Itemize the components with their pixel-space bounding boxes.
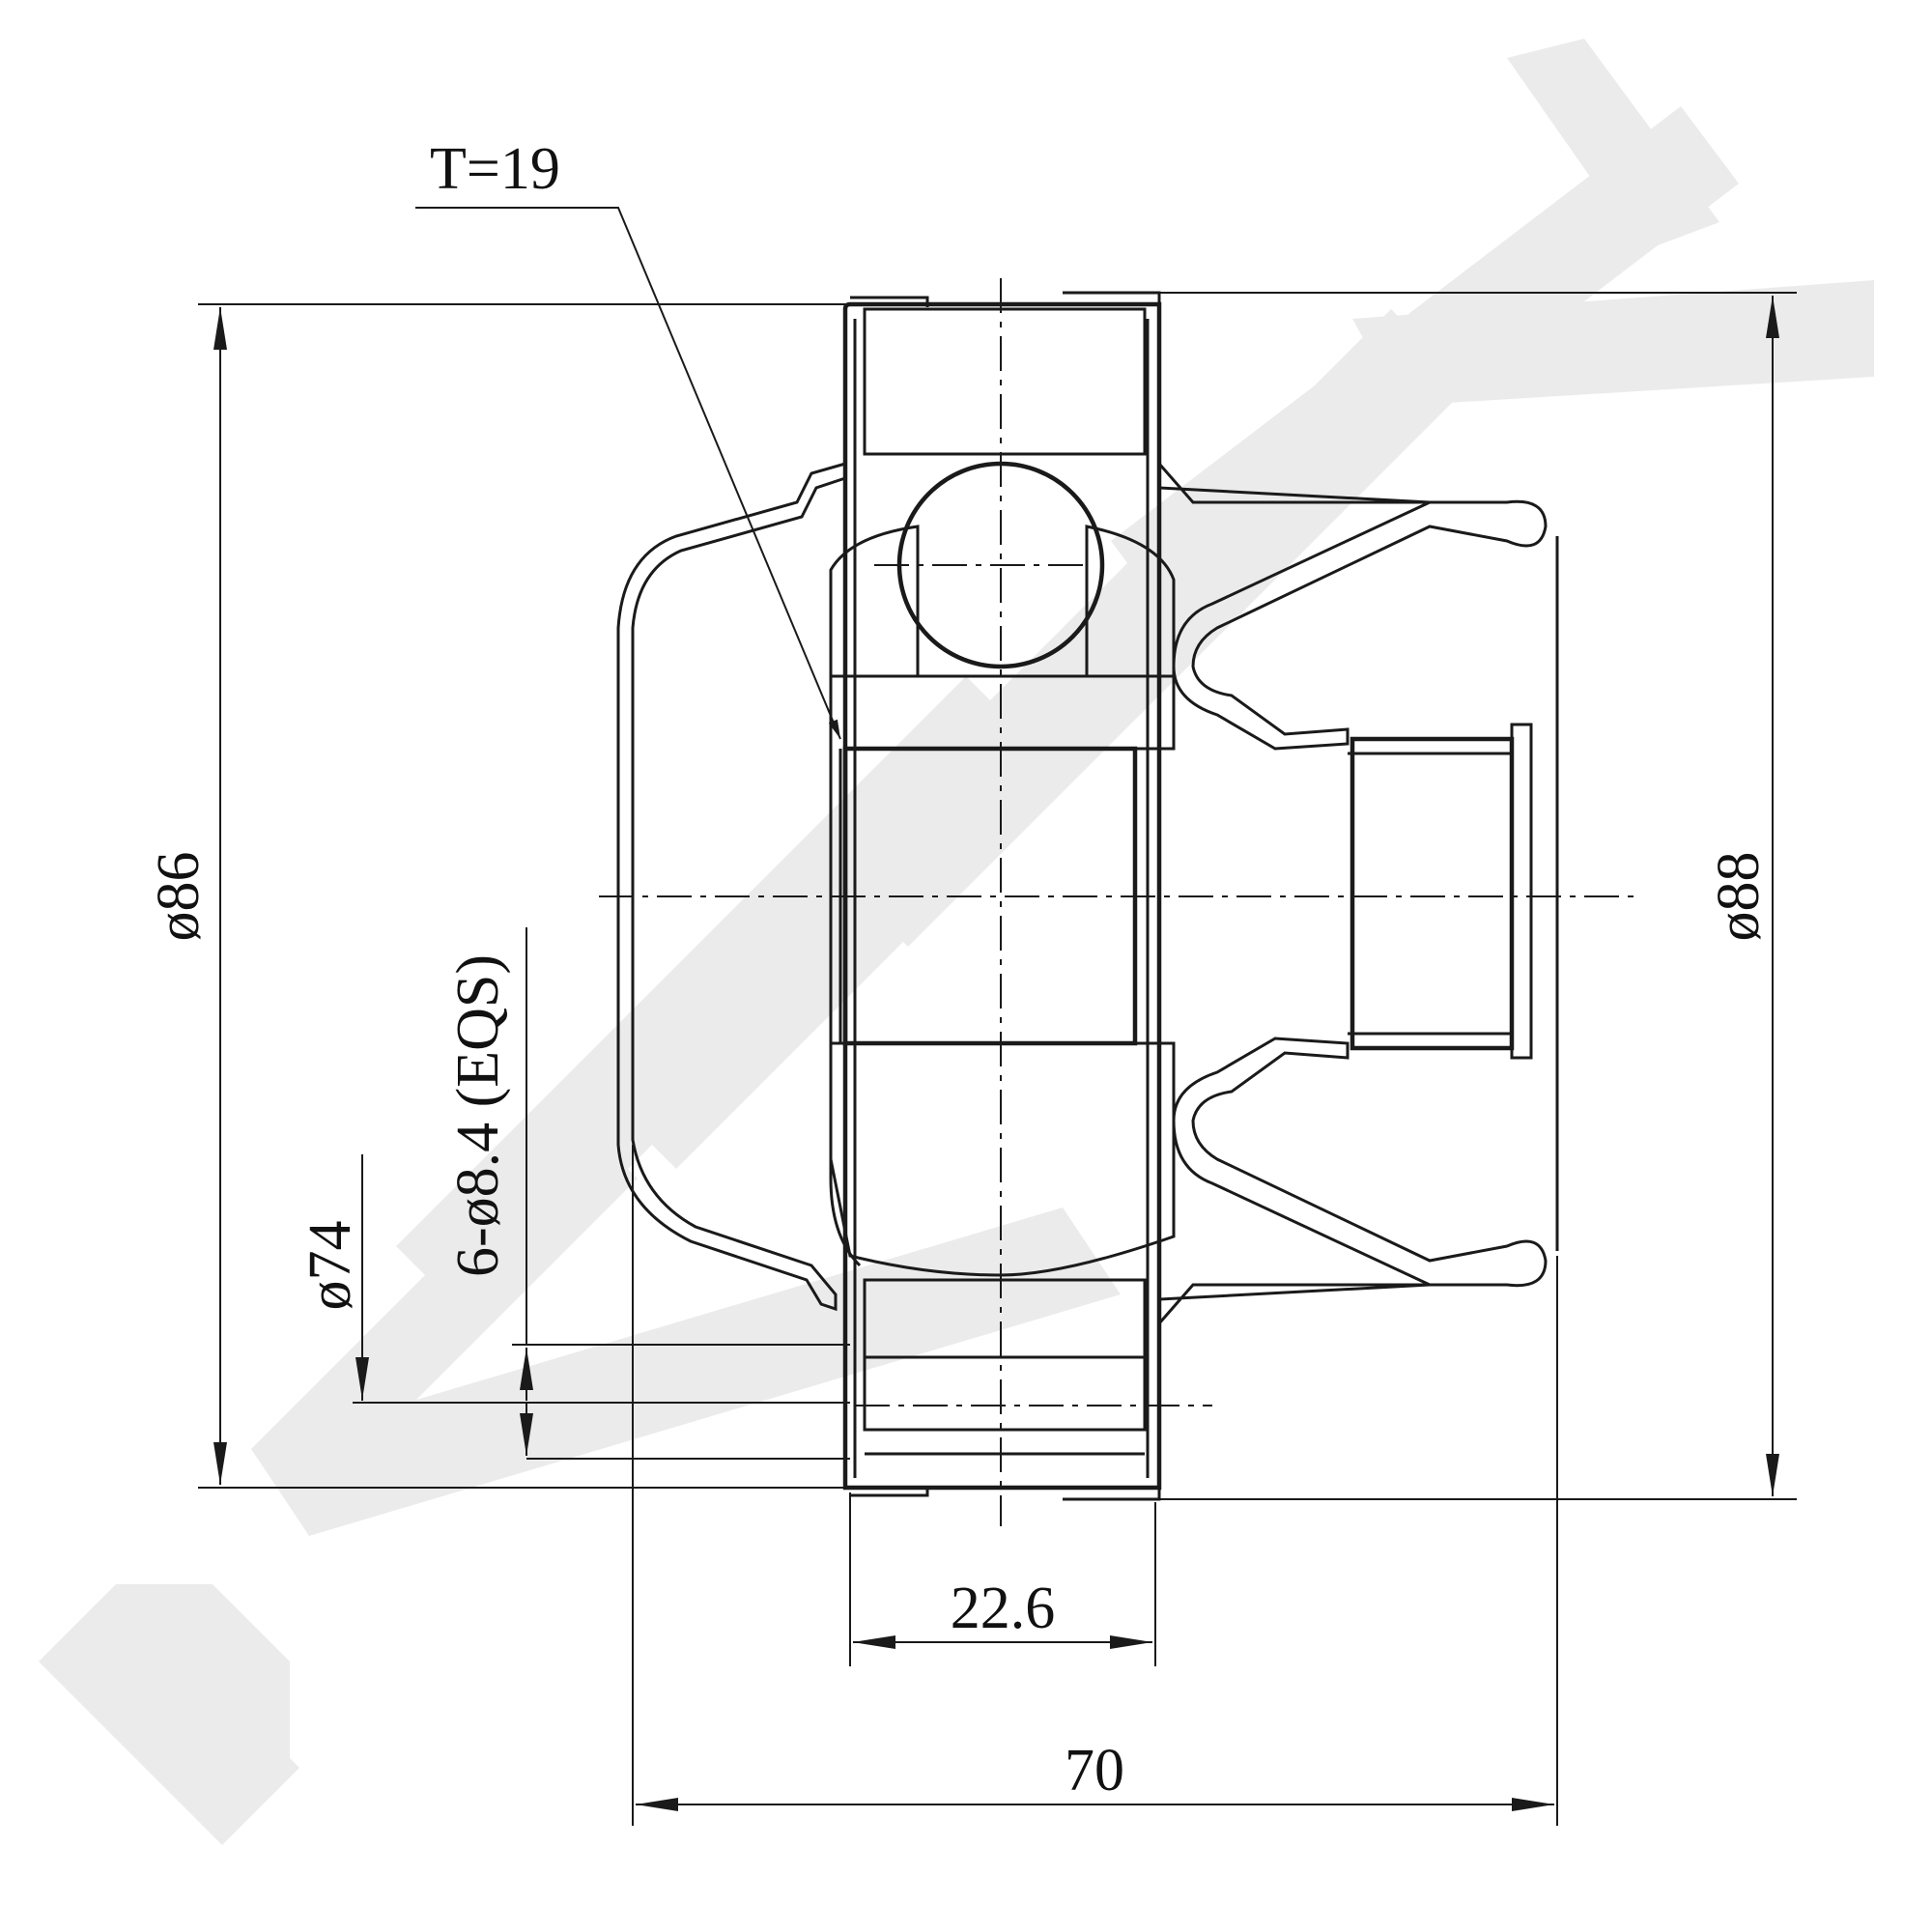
label-diameter-right: ø88 bbox=[1706, 852, 1772, 942]
label-width-inner: 22.6 bbox=[951, 1576, 1056, 1641]
extension-lines bbox=[198, 292, 1797, 1826]
label-holes: 6-ø8.4 (EQS) bbox=[445, 954, 511, 1277]
center-lines bbox=[599, 278, 1642, 1526]
label-thickness: T=19 bbox=[430, 136, 560, 202]
ball bbox=[896, 461, 1105, 669]
outer-shell bbox=[616, 462, 847, 1312]
label-diameter-inner: ø74 bbox=[298, 1221, 363, 1311]
watermark-logo bbox=[39, 39, 1874, 1845]
dimension-arrows bbox=[213, 207, 1779, 1811]
label-length-total: 70 bbox=[1065, 1738, 1124, 1804]
inner-hub bbox=[829, 525, 1176, 1277]
boot bbox=[1157, 460, 1559, 1327]
dimension-labels: T=19 ø86 ø88 ø74 6-ø8.4 (EQS) 22.6 70 bbox=[146, 136, 1772, 1804]
label-diameter-left: ø86 bbox=[146, 852, 212, 942]
